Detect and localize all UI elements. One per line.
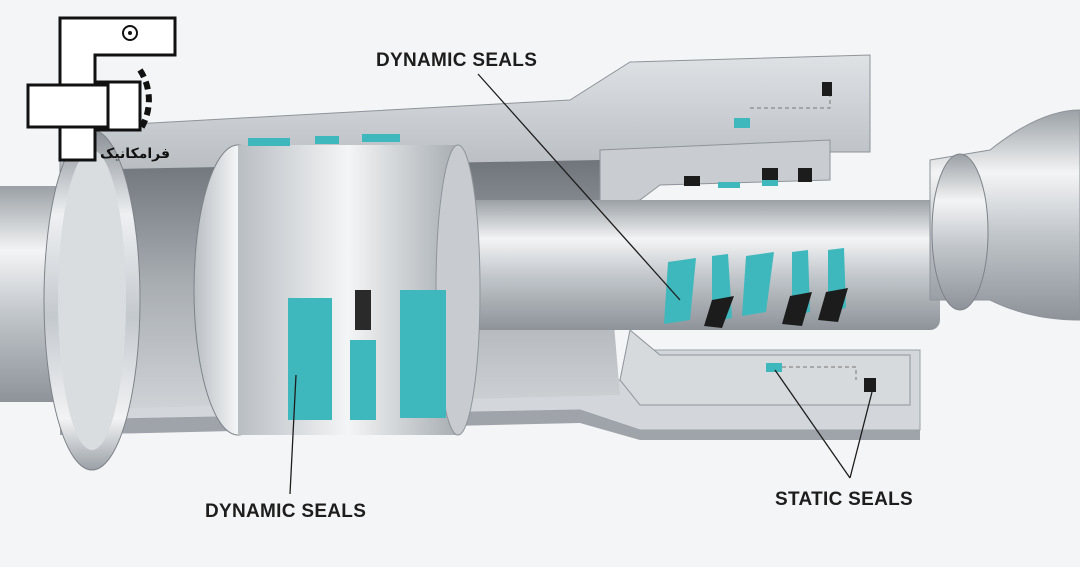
end-cap-inner xyxy=(58,150,126,450)
piston-seal xyxy=(350,340,376,420)
piston-seal-top xyxy=(248,138,290,146)
piston-groove xyxy=(355,290,371,330)
leader-line-dynamic-bottom xyxy=(289,374,297,495)
rod-seal-lip xyxy=(782,292,812,326)
dynamic-seals-label-bottom: DYNAMIC SEALS xyxy=(205,501,367,522)
rod-seal-lip xyxy=(818,288,848,322)
piston-seal-top xyxy=(315,136,339,144)
gland-housing-lower xyxy=(619,329,911,406)
rod-seal xyxy=(742,252,774,316)
gear-logo-icon xyxy=(26,16,177,162)
gland-seal xyxy=(718,182,740,188)
gland-seal xyxy=(734,118,750,128)
rod-seal-lip xyxy=(704,296,734,328)
leader-line-static-a xyxy=(774,369,851,479)
leader-line-dynamic-top xyxy=(477,73,681,301)
gland-seal xyxy=(762,168,778,182)
gland-seal xyxy=(822,82,832,96)
piston-seal-top xyxy=(362,134,400,142)
rod-seal xyxy=(664,258,696,324)
hidden-line xyxy=(782,366,857,380)
gland-housing xyxy=(599,139,831,206)
gland-seal xyxy=(762,180,778,186)
brand-text: فرامکانیک xyxy=(100,146,171,162)
rod-end-collar xyxy=(931,153,989,311)
static-seal xyxy=(864,378,876,392)
gland-seal xyxy=(798,168,812,182)
hidden-line xyxy=(750,96,831,109)
leader-line-static-b xyxy=(849,391,873,479)
static-seals-label: STATIC SEALS xyxy=(775,489,914,510)
gland-seal xyxy=(684,176,700,186)
static-seal xyxy=(766,363,782,372)
dynamic-seals-label-top: DYNAMIC SEALS xyxy=(376,50,538,71)
piston-seal xyxy=(400,290,446,418)
